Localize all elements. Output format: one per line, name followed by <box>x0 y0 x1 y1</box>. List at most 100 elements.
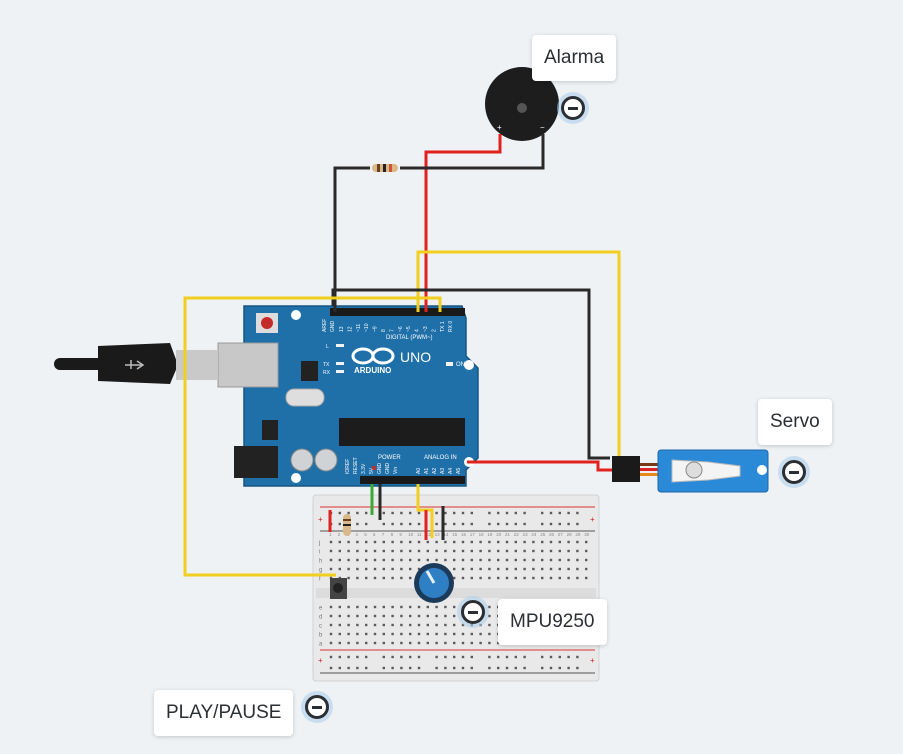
breadboard-hole[interactable] <box>338 511 341 515</box>
breadboard-hole[interactable] <box>505 576 509 580</box>
breadboard-hole[interactable] <box>409 576 412 580</box>
breadboard-hole[interactable] <box>479 623 482 627</box>
breadboard-hole[interactable] <box>373 558 377 562</box>
breadboard-hole[interactable] <box>356 511 359 515</box>
breadboard-hole[interactable] <box>453 567 456 571</box>
breadboard-hole[interactable] <box>488 655 491 659</box>
breadboard-hole[interactable] <box>541 522 544 526</box>
breadboard-hole[interactable] <box>479 549 482 553</box>
breadboard[interactable]: jihgfedcba123456789101112131415161718192… <box>312 494 600 682</box>
breadboard-hole[interactable] <box>435 666 438 670</box>
breadboard-hole[interactable] <box>426 605 429 609</box>
breadboard-hole[interactable] <box>400 614 403 618</box>
breadboard-hole[interactable] <box>444 540 447 544</box>
breadboard-hole[interactable] <box>541 549 544 553</box>
breadboard-hole[interactable] <box>488 567 491 571</box>
breadboard-hole[interactable] <box>382 540 385 544</box>
breadboard-hole[interactable] <box>523 576 526 580</box>
breadboard-hole[interactable] <box>470 549 473 553</box>
breadboard-hole[interactable] <box>391 614 394 618</box>
breadboard-hole[interactable] <box>391 567 394 571</box>
breadboard-hole[interactable] <box>347 511 350 515</box>
breadboard-hole[interactable] <box>338 549 341 553</box>
breadboard-hole[interactable] <box>347 623 350 627</box>
breadboard-hole[interactable] <box>382 511 385 515</box>
breadboard-hole[interactable] <box>382 522 385 526</box>
breadboard-hole[interactable] <box>505 666 509 670</box>
breadboard-hole[interactable] <box>382 605 385 609</box>
breadboard-hole[interactable] <box>444 623 447 627</box>
breadboard-hole[interactable] <box>417 549 421 553</box>
breadboard-hole[interactable] <box>453 576 456 580</box>
breadboard-hole[interactable] <box>409 605 412 609</box>
breadboard-hole[interactable] <box>329 549 333 553</box>
breadboard-hole[interactable] <box>488 522 491 526</box>
breadboard-hole[interactable] <box>453 666 456 670</box>
breadboard-hole[interactable] <box>435 641 438 645</box>
breadboard-hole[interactable] <box>549 540 553 544</box>
breadboard-hole[interactable] <box>497 558 500 562</box>
breadboard-hole[interactable] <box>558 540 561 544</box>
breadboard-hole[interactable] <box>365 511 368 515</box>
breadboard-hole[interactable] <box>391 666 394 670</box>
breadboard-hole[interactable] <box>523 655 526 659</box>
reset-button[interactable] <box>261 317 273 329</box>
breadboard-hole[interactable] <box>488 605 491 609</box>
breadboard-hole[interactable] <box>391 558 394 562</box>
breadboard-hole[interactable] <box>338 666 341 670</box>
breadboard-hole[interactable] <box>356 576 359 580</box>
breadboard-hole[interactable] <box>435 632 438 636</box>
breadboard-hole[interactable] <box>567 549 570 553</box>
breadboard-hole[interactable] <box>532 576 535 580</box>
breadboard-hole[interactable] <box>347 666 350 670</box>
breadboard-hole[interactable] <box>453 522 456 526</box>
breadboard-hole[interactable] <box>435 511 438 515</box>
breadboard-hole[interactable] <box>391 655 394 659</box>
breadboard-hole[interactable] <box>356 549 359 553</box>
breadboard-hole[interactable] <box>549 522 553 526</box>
breadboard-hole[interactable] <box>567 567 570 571</box>
breadboard-hole[interactable] <box>365 666 368 670</box>
breadboard-hole[interactable] <box>417 522 421 526</box>
breadboard-hole[interactable] <box>400 511 403 515</box>
breadboard-hole[interactable] <box>549 511 553 515</box>
breadboard-hole[interactable] <box>488 540 491 544</box>
breadboard-hole[interactable] <box>329 666 333 670</box>
breadboard-hole[interactable] <box>347 549 350 553</box>
breadboard-hole[interactable] <box>391 540 394 544</box>
breadboard-hole[interactable] <box>576 522 579 526</box>
breadboard-hole[interactable] <box>444 632 447 636</box>
breadboard-hole[interactable] <box>497 655 500 659</box>
breadboard-hole[interactable] <box>549 558 553 562</box>
breadboard-hole[interactable] <box>400 558 403 562</box>
breadboard-hole[interactable] <box>409 655 412 659</box>
breadboard-hole[interactable] <box>497 567 500 571</box>
breadboard-hole[interactable] <box>514 540 517 544</box>
breadboard-hole[interactable] <box>435 522 438 526</box>
breadboard-hole[interactable] <box>453 641 456 645</box>
breadboard-hole[interactable] <box>541 567 544 571</box>
breadboard-hole[interactable] <box>417 623 421 627</box>
breadboard-hole[interactable] <box>444 522 447 526</box>
breadboard-hole[interactable] <box>356 641 359 645</box>
breadboard-hole[interactable] <box>400 655 403 659</box>
breadboard-hole[interactable] <box>567 558 570 562</box>
breadboard-hole[interactable] <box>365 558 368 562</box>
breadboard-hole[interactable] <box>444 641 447 645</box>
breadboard-hole[interactable] <box>470 576 473 580</box>
breadboard-hole[interactable] <box>549 549 553 553</box>
breadboard-hole[interactable] <box>514 666 517 670</box>
breadboard-hole[interactable] <box>373 623 377 627</box>
breadboard-hole[interactable] <box>391 576 394 580</box>
breadboard-hole[interactable] <box>400 623 403 627</box>
breadboard-hole[interactable] <box>453 623 456 627</box>
breadboard-hole[interactable] <box>453 549 456 553</box>
breadboard-hole[interactable] <box>576 549 579 553</box>
breadboard-hole[interactable] <box>329 641 333 645</box>
breadboard-hole[interactable] <box>488 511 491 515</box>
breadboard-hole[interactable] <box>576 666 579 670</box>
breadboard-hole[interactable] <box>426 558 429 562</box>
push-button[interactable] <box>330 578 347 599</box>
breadboard-hole[interactable] <box>497 666 500 670</box>
breadboard-hole[interactable] <box>497 540 500 544</box>
